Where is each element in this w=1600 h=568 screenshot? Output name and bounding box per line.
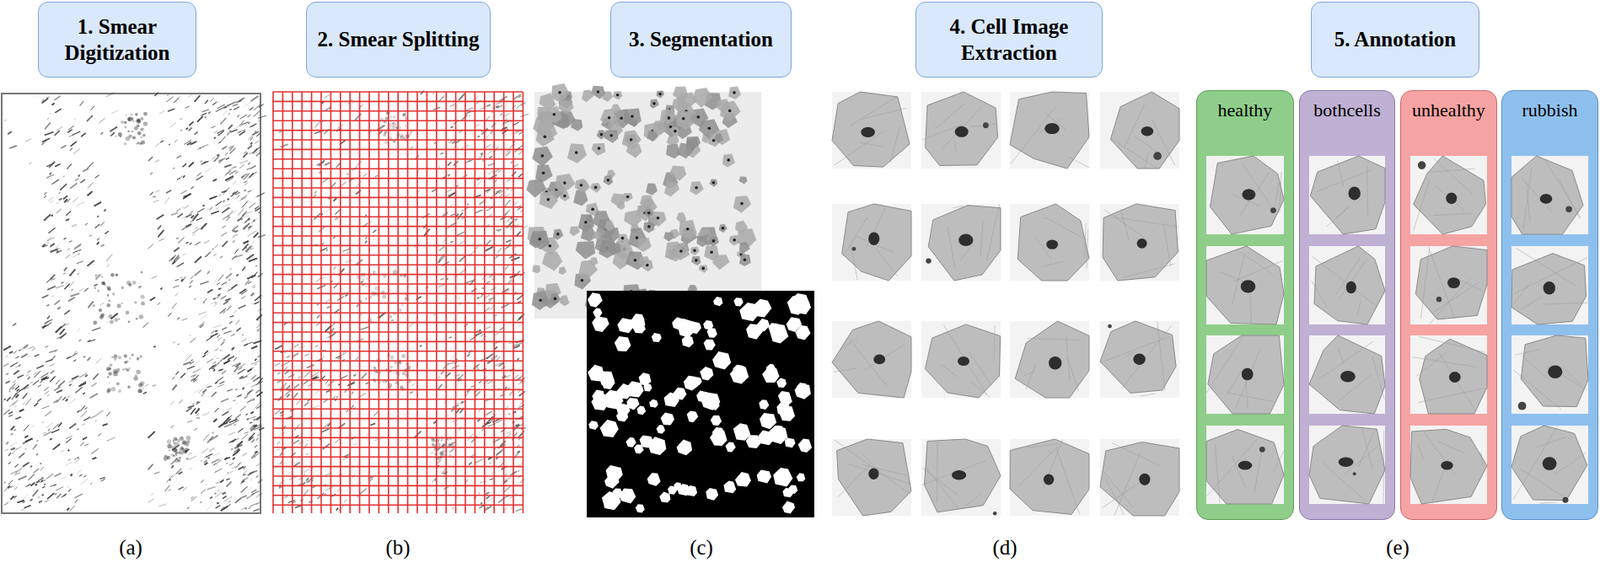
art-line — [39, 463, 42, 465]
art-line — [223, 339, 226, 341]
art-line — [68, 450, 70, 452]
art-line — [77, 273, 80, 275]
art-line — [176, 237, 178, 239]
art-line — [199, 502, 202, 504]
art-line — [245, 508, 247, 511]
art-line — [169, 450, 172, 452]
art-line — [95, 420, 97, 422]
art-line — [4, 482, 6, 484]
smear-frame — [1, 93, 261, 514]
art-line — [214, 302, 217, 304]
art-line — [72, 252, 75, 254]
art-line — [216, 503, 219, 505]
art-line — [203, 204, 205, 206]
art-line — [65, 283, 68, 285]
art-line — [43, 483, 46, 485]
art-line — [46, 96, 49, 98]
art-line — [200, 460, 203, 462]
art-line — [256, 497, 258, 499]
art-line — [254, 131, 257, 133]
art-line — [177, 343, 179, 345]
art-line — [13, 429, 17, 431]
art-line — [164, 456, 167, 457]
